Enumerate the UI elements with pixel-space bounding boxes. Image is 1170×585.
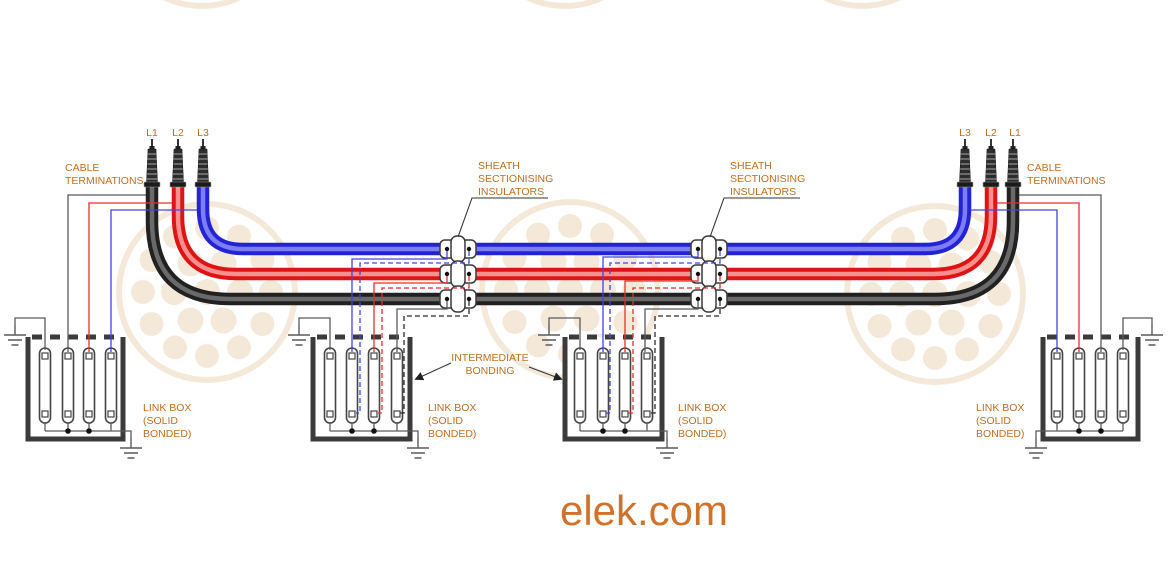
sheath-insulators-label-1: SHEATH SECTIONISING INSULATORS (457, 160, 553, 238)
sheath-insulator (690, 285, 728, 313)
intermediate-bonding-label: INTERMEDIATE BONDING (414, 352, 563, 381)
phase-labels-left: L1 L2 L3 (146, 127, 209, 139)
svg-text:SECTIONISING: SECTIONISING (478, 173, 553, 185)
termination-bushing-l2 (169, 138, 187, 188)
link-box-4 (1024, 317, 1164, 459)
bonding-wires (67, 194, 1102, 414)
elek-logo: elek.com (560, 487, 728, 534)
sheath-insulators-label-2: SHEATH SECTIONISING INSULATORS (709, 160, 805, 238)
svg-text:(SOLID: (SOLID (976, 415, 1011, 427)
phase-labels-right: L3 L2 L1 (959, 127, 1021, 139)
cable-red-l2 (171, 186, 998, 281)
link-bar (1116, 347, 1130, 424)
cable-terminations-label-right: CABLE TERMINATIONS (1027, 162, 1106, 187)
svg-text:LINK BOX: LINK BOX (678, 402, 726, 414)
svg-text:INTERMEDIATE: INTERMEDIATE (451, 352, 528, 364)
sheath-insulator (439, 285, 477, 313)
cable-terminations-left (143, 138, 212, 188)
phase-label: L3 (959, 127, 971, 139)
link-bar (1072, 347, 1086, 424)
svg-text:SHEATH: SHEATH (730, 160, 772, 172)
watermark-logos (116, 0, 1023, 382)
svg-text:SHEATH: SHEATH (478, 160, 520, 172)
cable-black-l1 (145, 186, 1020, 306)
phase-label: L3 (197, 127, 209, 139)
sheath-insulator (690, 260, 728, 288)
phase-label: L2 (985, 127, 997, 139)
phase-label: L2 (172, 127, 184, 139)
arrow-to-link-box-2 (414, 362, 452, 381)
power-cables (145, 186, 1020, 306)
link-bar (104, 347, 118, 424)
link-box-3 (537, 317, 679, 459)
link-box-2 (287, 317, 430, 459)
link-bar (390, 347, 404, 424)
link-bar (61, 347, 75, 424)
cable-terminations-label-left: CABLE TERMINATIONS (65, 162, 144, 187)
svg-text:BONDED): BONDED) (143, 428, 191, 440)
sheath-insulator (690, 235, 728, 263)
svg-text:INSULATORS: INSULATORS (730, 186, 796, 198)
link-box-1 (3, 317, 143, 459)
svg-text:LINK BOX: LINK BOX (428, 402, 476, 414)
phase-label: L1 (1009, 127, 1021, 139)
link-bar (596, 347, 610, 424)
leader-line (709, 197, 800, 238)
sheath-insulator-set-2 (690, 235, 728, 313)
link-bar (640, 347, 654, 424)
link-bar (1050, 347, 1064, 424)
phase-label: L1 (146, 127, 158, 139)
termination-bushing-l3 (956, 138, 974, 188)
link-bar (573, 347, 587, 424)
cable-terminations-right (956, 138, 1022, 188)
svg-text:(SOLID: (SOLID (143, 415, 178, 427)
watermark-top-arc (163, 0, 241, 9)
termination-bushing-l1 (1004, 138, 1022, 188)
svg-text:LINK BOX: LINK BOX (976, 402, 1024, 414)
link-bar (367, 347, 381, 424)
termination-bushing-l2 (982, 138, 1000, 188)
svg-text:TERMINATIONS: TERMINATIONS (65, 175, 144, 187)
link-bar (38, 347, 52, 424)
link-box-label-3: LINK BOX (SOLID BONDED) (678, 402, 726, 440)
earth-symbol (1140, 324, 1164, 346)
link-box-label-2: LINK BOX (SOLID BONDED) (428, 402, 476, 440)
link-box-label-1: LINK BOX (SOLID BONDED) (143, 402, 191, 440)
sheath-insulator (439, 235, 477, 263)
termination-bushing-l1 (143, 138, 161, 188)
arrow-to-link-box-3 (528, 366, 563, 381)
link-bar (323, 347, 337, 424)
svg-text:CABLE: CABLE (1027, 162, 1061, 174)
termination-bushing-l3 (194, 138, 212, 188)
svg-text:LINK BOX: LINK BOX (143, 402, 191, 414)
link-bar (1094, 347, 1108, 424)
svg-text:BONDED): BONDED) (428, 428, 476, 440)
watermark-top-arc (823, 0, 901, 9)
svg-text:BONDED): BONDED) (976, 428, 1024, 440)
svg-text:BONDED): BONDED) (678, 428, 726, 440)
link-bar (82, 347, 96, 424)
svg-text:(SOLID: (SOLID (678, 415, 713, 427)
svg-text:TERMINATIONS: TERMINATIONS (1027, 175, 1106, 187)
earth-symbol (3, 324, 27, 346)
leader-line (457, 197, 548, 238)
svg-text:BONDING: BONDING (465, 365, 514, 377)
svg-text:INSULATORS: INSULATORS (478, 186, 544, 198)
link-bar (345, 347, 359, 424)
sheath-insulator-set-1 (439, 235, 477, 313)
cable-blue-l3 (196, 186, 972, 256)
earth-symbol (287, 324, 311, 346)
watermark-top-arc (526, 0, 604, 9)
svg-text:(SOLID: (SOLID (428, 415, 463, 427)
link-bar (618, 347, 632, 424)
svg-text:SECTIONISING: SECTIONISING (730, 173, 805, 185)
link-box-label-4: LINK BOX (SOLID BONDED) (976, 402, 1024, 440)
svg-text:CABLE: CABLE (65, 162, 99, 174)
